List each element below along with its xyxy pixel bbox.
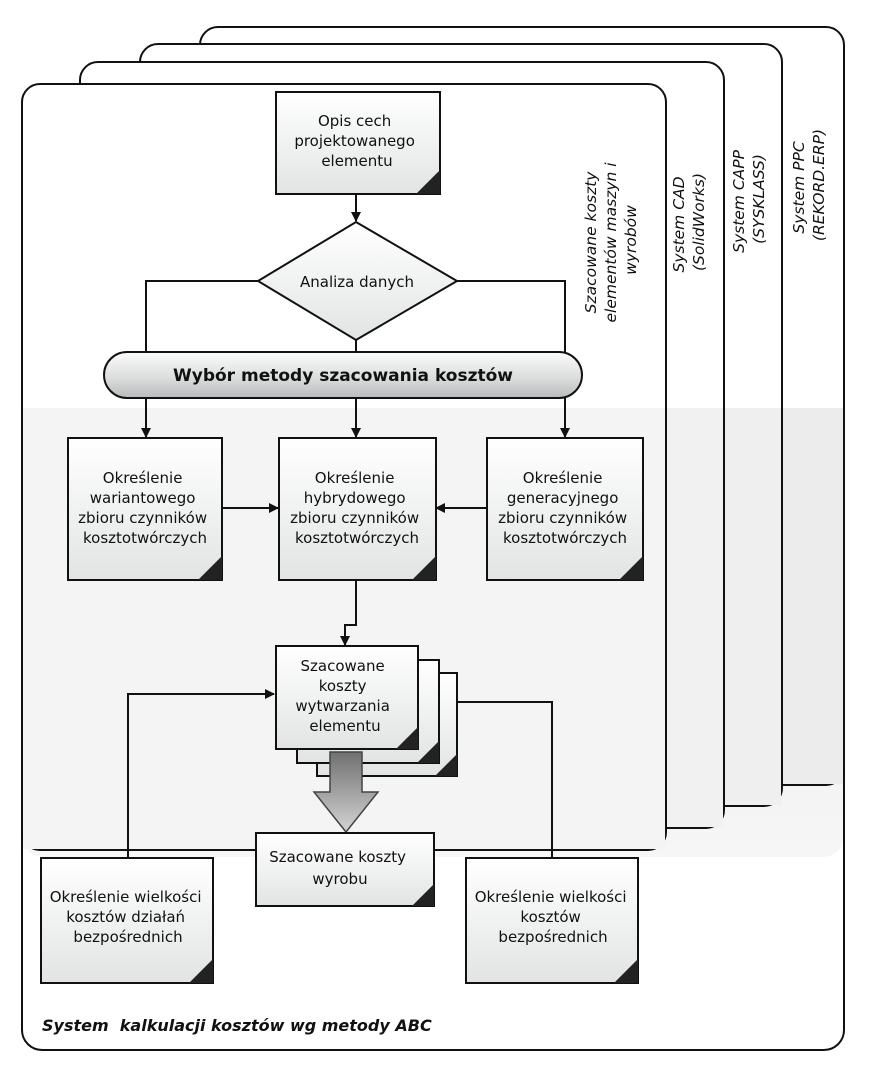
- svg-text:Określenie hybrydowego: Określenie hybrydowego zbioru czynników …: [290, 469, 424, 547]
- svg-text:Określenie generacyjnego: Określenie generacyjnego zbioru czynnikó…: [498, 469, 632, 547]
- svg-text:Określenie wariantowego: Określenie wariantowego zbioru czynników…: [78, 469, 212, 547]
- label-system-abc: System kalkulacji kosztów wg metody ABC: [42, 1016, 432, 1035]
- arrow-dzialan-to-szacowane: [127, 689, 275, 858]
- node-koszty-bezposrednich: Określenie wielkości kosztów bezpośredni…: [465, 857, 639, 984]
- node-szacowane-koszty-wyrobu: Szacowane koszty wyrobu: [255, 832, 435, 907]
- big-down-arrow: [312, 751, 380, 834]
- node-generacyjny: Określenie generacyjnego zbioru czynnikó…: [486, 437, 644, 581]
- svg-text:Szacowane koszty w: Szacowane koszty wytwarzania elementu: [295, 657, 394, 735]
- node-analiza-danych: Analiza danych: [256, 220, 459, 342]
- node-wybor-metody: Wybór metody szacowania kosztów: [103, 351, 583, 399]
- arrow-hybryd-to-szacowane: [340, 580, 357, 646]
- svg-text:Określenie wielkości kos: Określenie wielkości kosztów bezpośredni…: [475, 888, 632, 946]
- node-wariantowy: Określenie wariantowego zbioru czynników…: [67, 437, 223, 581]
- node-hybrydowy: Określenie hybrydowego zbioru czynników …: [278, 437, 437, 581]
- svg-text:Określenie wielkości kos: Określenie wielkości kosztów działań bez…: [50, 888, 207, 946]
- svg-text:Analiza danych: Analiza danych: [300, 273, 414, 291]
- label-system-ppc: System PPC (REKORD.ERP): [790, 129, 828, 241]
- label-system-cad: System CAD (SolidWorks): [670, 171, 708, 272]
- svg-text:Opis cech projektowanego: Opis cech projektowanego elementu: [294, 112, 419, 170]
- svg-text:Szacowane koszty wyrobu: Szacowane koszty wyrobu: [269, 848, 411, 888]
- node-szacowane-koszty-elementu: Szacowane koszty wytwarzania elementu: [275, 645, 458, 777]
- node-opis-cech: Opis cech projektowanego elementu: [275, 91, 441, 195]
- node-koszty-dzialan: Określenie wielkości kosztów działań bez…: [40, 857, 214, 984]
- label-szacowane-koszty-panel: Szacowane koszty elementów maszyn i wyro…: [582, 158, 640, 323]
- arrow-bezpos-to-szacowane: [417, 697, 553, 858]
- label-system-capp: System CAPP (SYSKLASS): [730, 145, 768, 253]
- svg-text:Wybór metody szacowania kosztó: Wybór metody szacowania kosztów: [173, 366, 513, 386]
